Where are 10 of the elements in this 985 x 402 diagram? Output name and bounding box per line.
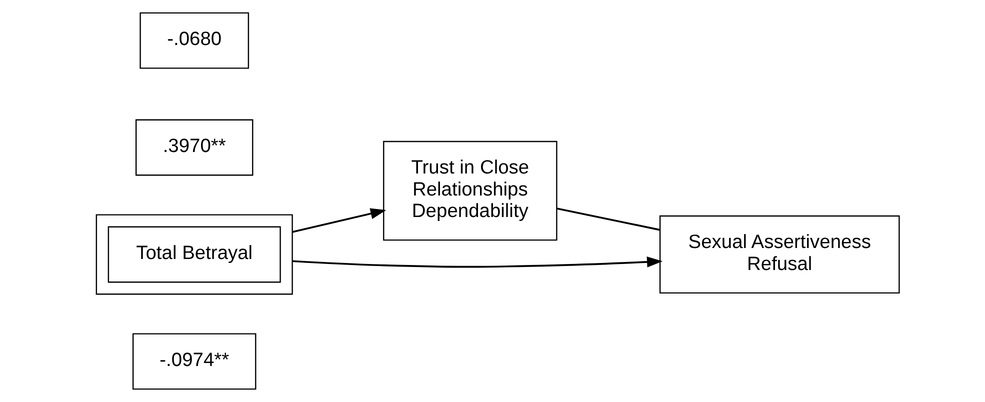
node-box: Sexual Assertiveness Refusal: [658, 215, 900, 294]
arrow: [292, 208, 386, 233]
node-box: -.0974**: [132, 333, 256, 390]
node-box: -.0680: [139, 12, 249, 69]
cluster: [95, 214, 292, 295]
connector: [556, 208, 660, 231]
arrow: [292, 256, 662, 268]
node-box: Total Betrayal: [107, 226, 280, 283]
node-box: .3970**: [134, 119, 253, 176]
node-box: Trust in Close Relationships Dependability: [382, 140, 557, 241]
